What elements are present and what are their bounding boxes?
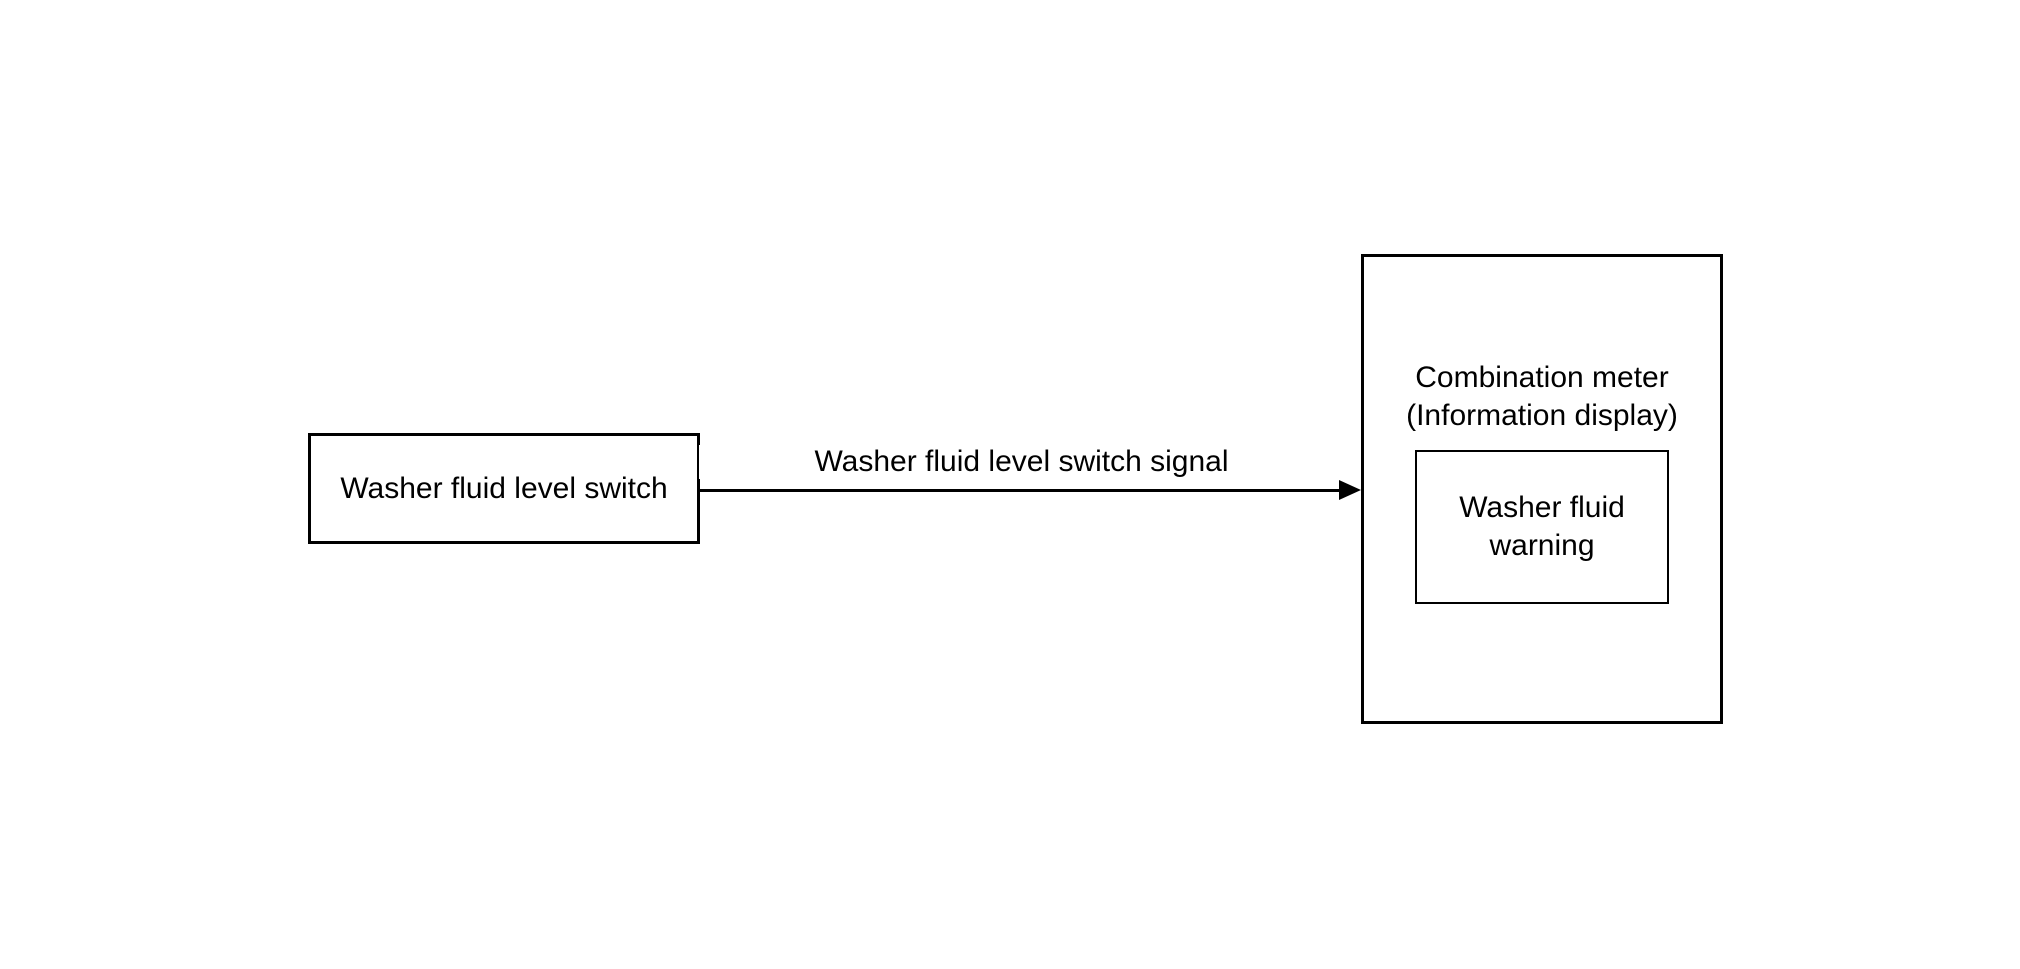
combination-meter-title: Combination meter (Information display): [1364, 359, 1720, 435]
combination-meter-box: Combination meter (Information display) …: [1361, 254, 1723, 724]
signal-arrow-line: [700, 489, 1342, 492]
washer-fluid-warning-label-line2: warning: [1489, 529, 1595, 562]
combination-meter-title-line2: (Information display): [1406, 399, 1678, 432]
washer-fluid-level-switch-label: Washer fluid level switch: [340, 471, 668, 505]
signal-arrow-label: Washer fluid level switch signal: [699, 445, 1344, 479]
signal-arrowhead-icon: [1339, 480, 1361, 500]
combination-meter-title-line1: Combination meter: [1415, 361, 1669, 394]
washer-fluid-warning-box: Washer fluid warning: [1415, 450, 1669, 604]
washer-fluid-warning-label-line1: Washer fluid: [1459, 491, 1625, 524]
washer-fluid-level-switch-box: Washer fluid level switch: [308, 433, 700, 544]
